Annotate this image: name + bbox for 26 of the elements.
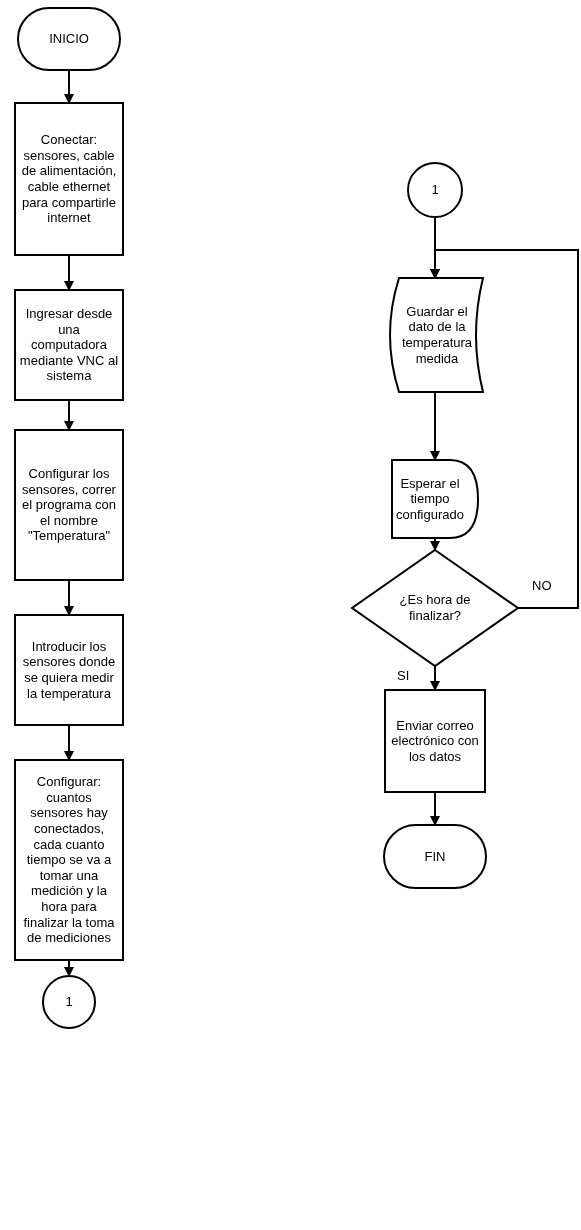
arrow	[430, 537, 440, 551]
arrow	[64, 254, 74, 291]
arrow	[64, 959, 74, 977]
edge-label: NO	[530, 578, 554, 593]
process-box: Configurar los sensores, correr el programa con el nombre "Temperatura"	[15, 430, 123, 580]
connector-circle: 1	[43, 976, 95, 1028]
decision-diamond: ¿Es hora de finalizar?	[352, 550, 518, 666]
arrow	[64, 69, 74, 104]
arrow	[64, 724, 74, 761]
process-box: Enviar correo electrónico con los datos	[385, 690, 485, 792]
process-box: Ingresar desde una computadora mediante VNC al sistema	[15, 290, 123, 400]
arrow	[430, 249, 579, 609]
arrow	[430, 791, 440, 826]
data-storage-shape: Guardar el dato de la temperatura medida	[387, 278, 483, 392]
process-box: Conectar: sensores, cable de alimentación, cable ethernet para compartirle internet	[15, 103, 123, 255]
terminal-shape: INICIO	[18, 8, 120, 70]
arrow	[64, 399, 74, 431]
delay-shape: Esperar el tiempo configurado	[392, 460, 478, 538]
terminal-shape: FIN	[384, 825, 486, 888]
arrow	[64, 579, 74, 616]
connector-circle: 1	[408, 163, 462, 217]
process-box: Introducir los sensores donde se quiera medir la temperatura	[15, 615, 123, 725]
edge-label: SI	[395, 668, 412, 683]
arrow	[430, 391, 440, 461]
arrow	[430, 665, 440, 691]
process-box: Configurar: cuantos sensores hay conectados, cada cuanto tiempo se va a tomar una medición y la hora para finalizar la toma de mediciones	[15, 760, 123, 960]
